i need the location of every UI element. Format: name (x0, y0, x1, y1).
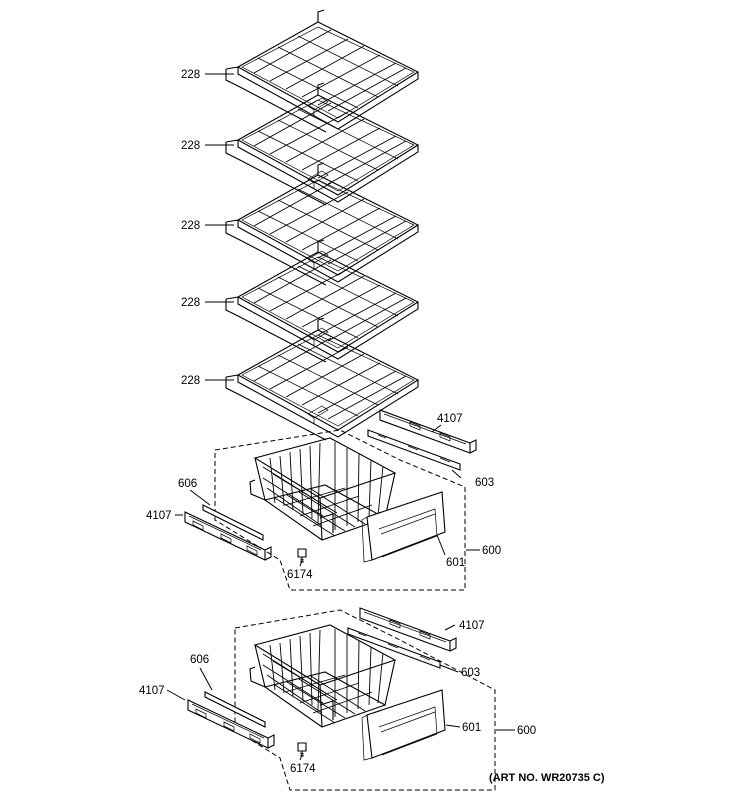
callout-228-1: 228 (181, 69, 200, 81)
callout-4107-lower-left: 4107 (139, 685, 165, 697)
callout-601-lower: 601 (462, 722, 481, 734)
lower-drawer-assembly: 4107 603 606 4107 601 600 6174 (139, 607, 536, 791)
callout-6174-lower: 6174 (290, 763, 316, 775)
callout-606-upper: 606 (178, 478, 197, 490)
callout-228-3: 228 (181, 220, 200, 232)
shelf-3: 228 (181, 162, 419, 286)
callout-4107-lower-right: 4107 (459, 620, 485, 632)
callout-6174-upper: 6174 (287, 569, 313, 581)
callout-228-5: 228 (181, 375, 200, 387)
lower-assembly-outline (234, 609, 496, 791)
upper-assembly-outline (214, 429, 466, 591)
shelf-5: 228 (181, 317, 419, 441)
callout-600-upper: 600 (482, 545, 501, 557)
callout-228-4: 228 (181, 297, 200, 309)
callout-4107-upper-left: 4107 (146, 510, 172, 522)
upper-drawer-assembly: 4107 603 606 4107 601 600 6174 (146, 409, 501, 591)
callout-603-lower: 603 (461, 667, 480, 679)
art-number: (ART NO. WR20735 C) (489, 772, 605, 784)
shelf-4: 228 (181, 239, 419, 363)
callout-4107-upper-right: 4107 (437, 413, 463, 425)
callout-606-lower: 606 (190, 654, 209, 666)
shelf-2: 228 (181, 82, 419, 206)
callout-600-lower: 600 (517, 725, 536, 737)
callout-228-2: 228 (181, 140, 200, 152)
shelf-1: 228 (181, 9, 419, 133)
callout-603-upper: 603 (475, 477, 494, 489)
callout-601-upper: 601 (446, 557, 465, 569)
